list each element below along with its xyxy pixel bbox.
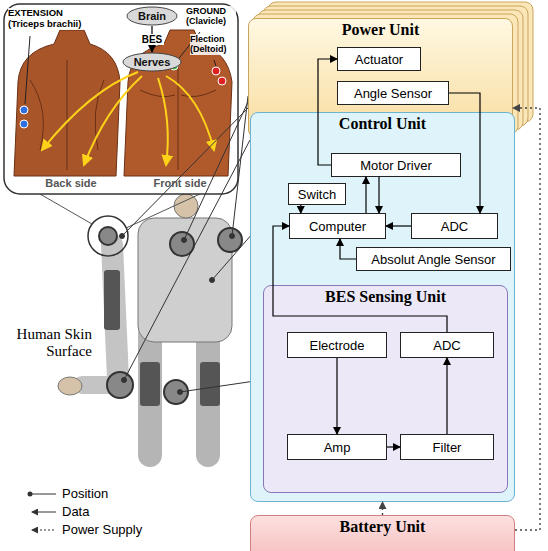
arm-actuator xyxy=(104,270,120,330)
box-label: Motor Driver xyxy=(360,158,432,173)
callout-line xyxy=(40,194,92,224)
box-label: Electrode xyxy=(310,338,365,353)
nerve-arrow xyxy=(84,76,142,165)
nerve-arrow xyxy=(166,76,214,150)
magnified-area xyxy=(88,216,128,256)
legend-position-sample xyxy=(30,494,56,495)
unit-title: Control Unit xyxy=(251,113,514,133)
position-dot xyxy=(178,390,183,395)
edge-label: BES xyxy=(140,34,165,45)
waist-unit xyxy=(140,362,160,406)
position-dot xyxy=(230,234,235,239)
unit-title: Battery Unit xyxy=(251,516,514,536)
unit-title: Power Unit xyxy=(249,19,512,39)
nerve-arrow xyxy=(42,72,138,150)
joint xyxy=(170,232,194,256)
box-label: Filter xyxy=(433,440,462,455)
box-label: Amp xyxy=(324,440,351,455)
unit-box: BES Sensing UnitElectrode ADC Amp Filter xyxy=(263,285,508,493)
process-box: Angle Sensor xyxy=(337,81,449,105)
callout-box xyxy=(4,4,238,194)
callout-line xyxy=(126,194,200,228)
leader-line xyxy=(214,60,216,66)
muscle-lines xyxy=(30,60,216,170)
exoskeleton-figure xyxy=(58,194,242,455)
box-label: Brain xyxy=(138,10,166,22)
position-dot xyxy=(182,238,187,243)
process-box: Amp xyxy=(287,434,387,460)
process-box: Filter xyxy=(400,434,494,460)
electrode-dot xyxy=(20,120,28,128)
joint xyxy=(99,227,117,245)
process-box: Motor Driver xyxy=(331,153,461,177)
process-box: Actuator xyxy=(337,47,421,71)
position-dot xyxy=(120,234,125,239)
annotation-label: GROUND (Clavicle) xyxy=(186,6,236,27)
annotation-label: EXTENSION (Triceps brachii) xyxy=(8,8,92,30)
annotation-label: Front side xyxy=(142,177,218,190)
position-dot xyxy=(122,378,127,383)
joint xyxy=(164,380,188,404)
legend-label: Power Supply xyxy=(62,522,142,537)
position-line xyxy=(124,140,250,380)
joint xyxy=(218,228,242,252)
unit-box: Control UnitMotor DriverSwitchComputerAD… xyxy=(250,112,515,502)
annotation-label: Flection (Deltoid) xyxy=(190,34,237,55)
legend-label: Position xyxy=(62,486,108,501)
box-label: Nerves xyxy=(134,56,171,68)
process-box: ADC xyxy=(400,332,494,358)
position-line xyxy=(232,96,248,236)
position-line xyxy=(122,108,248,236)
legend-position-sample xyxy=(28,492,33,497)
box-label: ADC xyxy=(433,338,460,353)
box-label: Switch xyxy=(298,187,336,202)
box-label: Angle Sensor xyxy=(354,86,432,101)
ellipse-node: Brain xyxy=(126,6,178,26)
legend-samples xyxy=(28,492,57,531)
process-box: Absolut Angle Sensor xyxy=(356,247,511,271)
leader-line xyxy=(25,36,30,104)
waist-unit xyxy=(200,362,220,406)
annotation-label: Back side xyxy=(36,177,106,190)
power-connector xyxy=(382,502,383,515)
position-line xyxy=(184,102,248,240)
electrode-dot xyxy=(218,77,226,85)
box-label: Absolut Angle Sensor xyxy=(371,252,495,267)
box-label: Computer xyxy=(309,219,366,234)
ellipse-node: Nerves xyxy=(122,52,182,72)
process-box: Electrode xyxy=(287,332,387,358)
box-label: ADC xyxy=(441,219,468,234)
process-box: Switch xyxy=(288,183,346,205)
legend-power-sample xyxy=(32,530,56,531)
unit-title: BES Sensing Unit xyxy=(264,286,507,306)
head xyxy=(174,194,198,218)
process-box: Computer xyxy=(289,213,386,239)
leg xyxy=(196,335,220,455)
hand xyxy=(58,377,82,395)
unit-box: Battery Unit xyxy=(250,515,515,551)
joint xyxy=(107,372,133,398)
legend-label: Data xyxy=(62,504,89,519)
annotation-label: Human Skin Surface xyxy=(4,326,92,361)
ellipse-shape xyxy=(127,7,177,25)
position-dot xyxy=(210,278,215,283)
leg xyxy=(138,335,162,455)
electrode-dot xyxy=(212,67,220,75)
ellipse-shape xyxy=(123,53,181,71)
nerve-arrow xyxy=(158,78,168,165)
legend-data-sample xyxy=(32,512,56,513)
process-box: ADC xyxy=(411,213,498,239)
power-connector xyxy=(513,108,540,530)
electrode-dot xyxy=(20,106,28,114)
box-label: Actuator xyxy=(355,52,403,67)
